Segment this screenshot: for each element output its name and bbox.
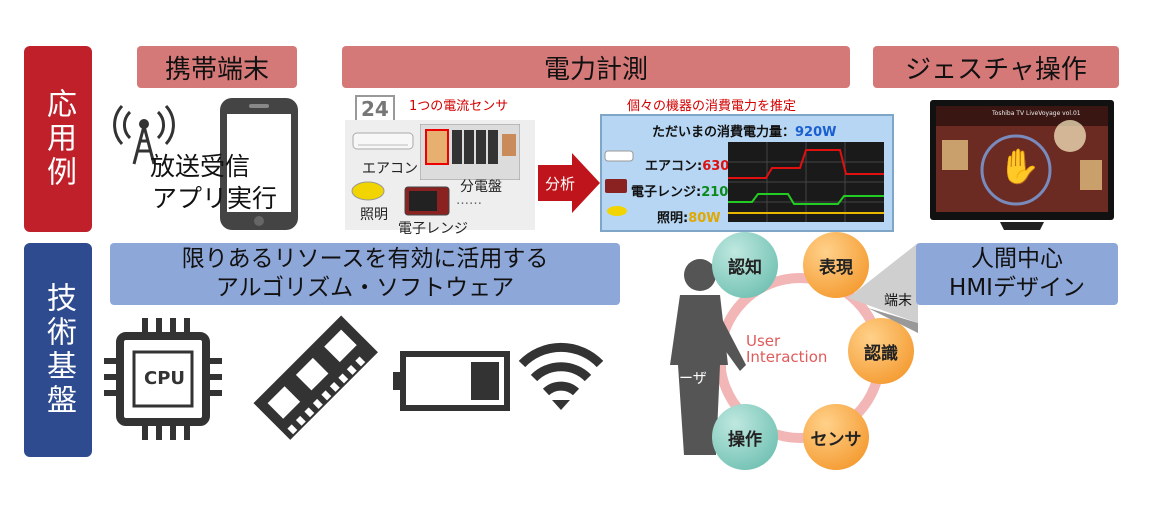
- recognition-label: 認識: [864, 343, 898, 364]
- operation-label: 操作: [728, 429, 762, 450]
- ac-label: エアコン: [362, 161, 418, 177]
- dots-label: ……: [456, 193, 482, 208]
- cognition-label: 認知: [728, 257, 762, 278]
- wifi-icon: [518, 342, 604, 410]
- interaction-line2: Interaction: [746, 348, 828, 366]
- microwave-label: 電子レンジ: [398, 221, 468, 237]
- cycle-node-operation: 操作: [712, 404, 778, 470]
- tv-banner: Toshiba TV LiveVoyage vol.01: [992, 110, 1081, 117]
- broadcast-tower-icon: [113, 104, 175, 165]
- algorithm-line1: 限りあるリソースを有効に活用する: [181, 246, 549, 272]
- cycle-node-recognition: 認識: [848, 318, 914, 384]
- row-light-name: 照明:: [657, 211, 689, 226]
- cpu-icon: [104, 318, 222, 440]
- screen-total: 920W: [795, 125, 837, 140]
- screen-light-icon: [607, 206, 627, 216]
- gesture-label: ジェスチャ操作: [873, 46, 1119, 88]
- terminal-label: 端末: [884, 293, 912, 309]
- clock-number: 24: [355, 95, 395, 123]
- power-label: 電力計測: [342, 46, 850, 88]
- light-icon: [351, 181, 385, 201]
- hand-icon: ✋: [998, 147, 1041, 187]
- analysis-arrow: [538, 153, 600, 213]
- cycle-node-sensor: センサ: [803, 404, 869, 470]
- row-microwave: 電子レンジ:210W: [631, 181, 743, 200]
- terminal-wedge: [848, 243, 918, 333]
- tv-icon: [930, 100, 1114, 230]
- smartphone-icon: [220, 98, 298, 230]
- hmi-line2: HMIデザイン: [949, 275, 1085, 301]
- screen-ac-icon: [604, 150, 634, 162]
- light-label: 照明: [360, 207, 388, 223]
- sensor-label: センサ: [810, 429, 862, 450]
- analysis-label: 分析: [545, 175, 576, 193]
- algorithm-bar: 限りあるリソースを有効に活用する アルゴリズム・ソフトウェア: [110, 243, 620, 305]
- cycle-node-cognition: 認知: [712, 232, 778, 298]
- algorithm-line2: アルゴリズム・ソフトウェア: [215, 275, 515, 301]
- microwave-series-line: [728, 193, 884, 205]
- screen-title-label: ただいまの消費電力量：: [652, 125, 796, 140]
- air-conditioner-icon: [352, 132, 414, 150]
- screen-title: ただいまの消費電力量：920W: [652, 121, 837, 140]
- breaker-panel-icon: [420, 124, 520, 180]
- row-light: 照明:80W: [657, 207, 721, 226]
- cpu-label: CPU: [144, 368, 186, 389]
- row-ac-name: エアコン:: [645, 159, 703, 174]
- power-label-text: 電力計測: [543, 54, 648, 85]
- power-graph: [728, 142, 884, 222]
- side-label-technology: 技術基盤: [24, 243, 92, 457]
- battery-icon: [393, 351, 510, 411]
- hmi-bar: 人間中心 HMIデザイン: [916, 243, 1118, 305]
- screen-microwave-icon: [605, 179, 627, 193]
- user-label: ユーザ: [665, 371, 707, 387]
- ac-series-line: [728, 149, 884, 179]
- phone-text-broadcast: 放送受信: [150, 152, 251, 181]
- side-label-application: 応用例: [24, 46, 92, 232]
- technology-label: 技術基盤: [41, 282, 76, 418]
- cycle-node-expression: 表現: [803, 232, 869, 298]
- gesture-label-text: ジェスチャ操作: [905, 54, 1087, 85]
- microwave-icon: [404, 186, 450, 216]
- expression-label: 表現: [819, 257, 853, 278]
- application-label: 応用例: [41, 88, 76, 190]
- sensor-label: 1つの電流センサ: [409, 99, 509, 114]
- mobile-label-text: 携帯端末: [164, 54, 269, 85]
- row-light-value: 80W: [688, 211, 721, 226]
- estimate-label: 個々の機器の消費電力を推定: [627, 99, 797, 114]
- interaction-line1: User: [746, 332, 781, 350]
- user-silhouette: [670, 259, 746, 455]
- hmi-line1: 人間中心: [971, 246, 1063, 272]
- row-microwave-name: 電子レンジ:: [631, 185, 702, 200]
- memory-module-icon: [253, 315, 378, 440]
- phone-text-app: アプリ実行: [152, 184, 278, 213]
- panel-label: 分電盤: [460, 179, 502, 195]
- mobile-label: 携帯端末: [137, 46, 297, 88]
